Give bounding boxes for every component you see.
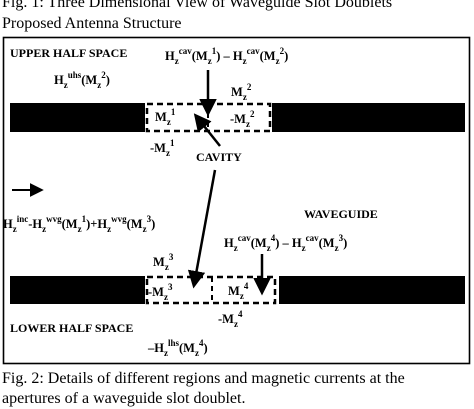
svg-text:Hzinc-Hzwvg(Mz1)+Hzwvg(Mz3): Hzinc-Hzwvg(Mz1)+Hzwvg(Mz3) xyxy=(3,214,155,234)
cavity-label: CAVITY xyxy=(196,150,242,164)
arrow-cavity-to-lower-slot xyxy=(187,169,217,289)
eq-upper-half-space: Hzuhs(Mz2) xyxy=(54,70,110,90)
eq-cavity-lower: Hzcav(Mz4) – Hzcav(Mz3) xyxy=(224,233,347,253)
caption-bottom-line2: apertures of a waveguide slot doublet. xyxy=(2,390,245,407)
upper-wall-right xyxy=(272,103,465,132)
neg-mz3-slot-label: -Mz3 xyxy=(148,282,173,302)
upper-half-space-label: UPPER HALF SPACE xyxy=(10,46,127,60)
mz2-above-label: Mz2 xyxy=(231,82,252,102)
neg-mz4-below-label: -Mz4 xyxy=(218,309,243,329)
eq-waveguide-incident: Hzinc-Hzwvg(Mz1)+Hzwvg(Mz3) xyxy=(3,214,155,234)
caption-top-line1: Fig. 1: Three Dimensional View of Wavegu… xyxy=(2,0,392,11)
eq-cavity-upper: Hzcav(Mz1) – Hzcav(Mz2) xyxy=(165,46,288,66)
mz1-slot-label: Mz1 xyxy=(155,107,176,127)
mz4-slot-label: Mz4 xyxy=(228,281,249,301)
upper-wall-left xyxy=(10,103,145,132)
lower-wall-left xyxy=(10,276,145,304)
caption-top-line2: Proposed Antenna Structure xyxy=(2,15,182,32)
svg-text:Hzuhs(Mz2): Hzuhs(Mz2) xyxy=(54,70,110,90)
figure-frame xyxy=(2,36,471,365)
neg-mz2-slot-label: -Mz2 xyxy=(230,109,255,129)
svg-text:–Hzlhs(Mz4): –Hzlhs(Mz4) xyxy=(147,338,208,358)
eq-lower-half-space: –Hzlhs(Mz4) xyxy=(147,338,208,358)
neg-mz1-below-label: -Mz1 xyxy=(150,138,175,158)
lower-wall-right xyxy=(279,276,465,304)
mz3-above-label: Mz3 xyxy=(153,252,174,272)
lower-half-space-label: LOWER HALF SPACE xyxy=(10,321,133,335)
caption-bottom-line1: Fig. 2: Details of different regions and… xyxy=(2,370,405,387)
svg-text:Hzcav(Mz1) – Hzcav(Mz2): Hzcav(Mz1) – Hzcav(Mz2) xyxy=(165,46,288,66)
svg-text:Hzcav(Mz4) – Hzcav(Mz3): Hzcav(Mz4) – Hzcav(Mz3) xyxy=(224,233,347,253)
waveguide-label: WAVEGUIDE xyxy=(304,207,378,221)
arrow-cavity-to-upper-slot xyxy=(193,113,221,147)
